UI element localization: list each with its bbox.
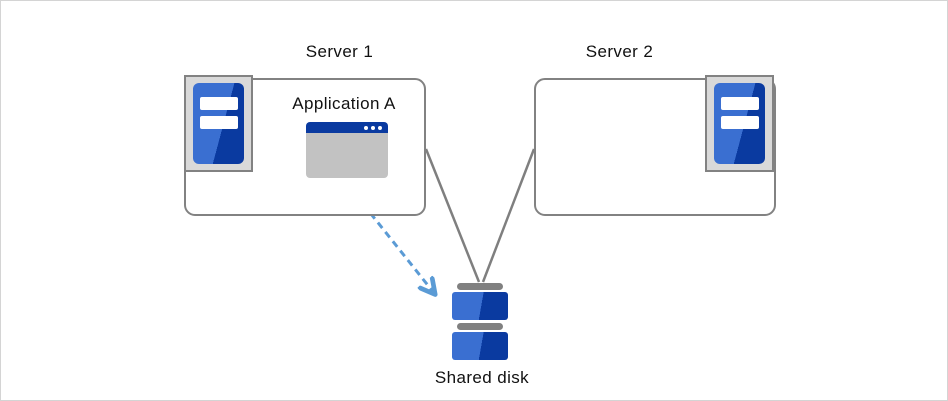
shared-disk-label: Shared disk <box>434 368 530 387</box>
application-window-icon <box>306 122 388 178</box>
shared-disk-icon <box>452 283 508 363</box>
server1-icon-panel <box>184 75 253 172</box>
server2-title: Server 2 <box>585 42 654 61</box>
connector-server1-disk <box>424 148 481 283</box>
tower-slot <box>720 116 759 129</box>
disk-cap <box>457 323 503 330</box>
tower-slot <box>720 97 759 110</box>
server2-icon-panel <box>705 75 774 172</box>
window-dot-icon <box>364 125 368 130</box>
window-dot-icon <box>378 125 382 130</box>
disk-platter <box>452 332 508 360</box>
connector-server2-disk <box>481 148 536 283</box>
disk-platter <box>452 292 508 320</box>
tower-slot <box>199 116 238 129</box>
window-dot-icon <box>371 125 375 130</box>
window-titlebar <box>306 122 388 133</box>
window-body <box>306 133 388 178</box>
server1-title: Server 1 <box>305 42 374 61</box>
application-a-label: Application A <box>292 94 396 113</box>
server-tower-icon <box>714 83 765 164</box>
tower-slot <box>199 97 238 110</box>
server-tower-icon <box>193 83 244 164</box>
disk-cap <box>457 283 503 290</box>
